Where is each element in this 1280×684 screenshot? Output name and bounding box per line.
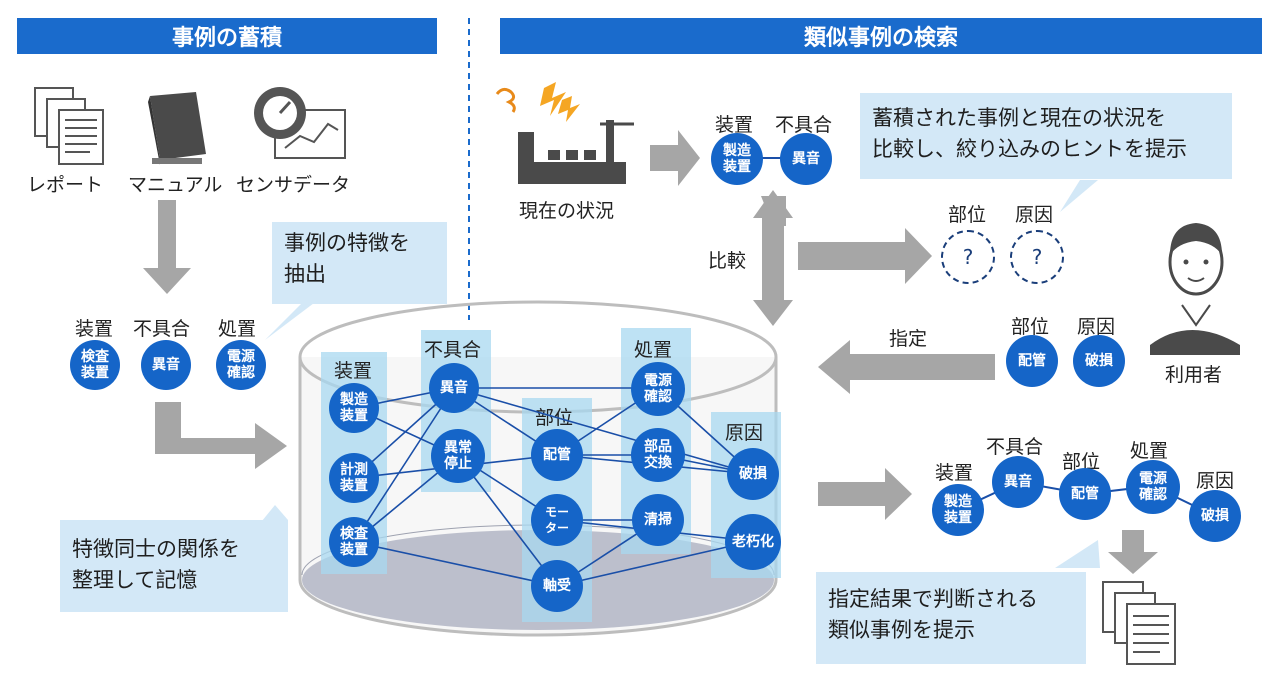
db-node-cleaning: 清掃	[632, 494, 684, 546]
db-node-power-check: 電源 確認	[631, 362, 685, 416]
user-selection-label-part: 部位	[1011, 316, 1050, 338]
left-feature-label-device: 装置	[75, 318, 114, 340]
left-node-device: 検査 装置	[70, 340, 120, 390]
db-node-motor: モー ター	[531, 494, 583, 546]
result-callout-line2: 類似事例を提示	[828, 618, 975, 642]
left-node-action: 電源 確認	[216, 340, 266, 390]
specify-label: 指定	[889, 328, 928, 350]
result-document-icon	[1102, 581, 1176, 665]
user-selection-node-cause: 破損	[1073, 335, 1125, 387]
left-feature-label-defect: 不具合	[133, 318, 191, 340]
left-node-defect: 異音	[141, 340, 191, 390]
memory-callout-line1: 特徴同士の関係を	[72, 537, 240, 561]
compare-label: 比較	[708, 250, 747, 272]
extract-callout-line2: 抽出	[284, 262, 326, 286]
down-arrow	[143, 200, 191, 294]
elbow-arrow	[155, 402, 287, 469]
db-column-label-cause: 原因	[725, 422, 764, 444]
sensor-gauge-icon	[254, 87, 346, 159]
current-node-device: 製造 装置	[711, 133, 763, 185]
left-section-header: 事例の蓄積	[17, 18, 437, 54]
hint-callout-line1: 蓄積された事例と現在の状況を	[872, 106, 1166, 130]
source-label-sensor: センサデータ	[236, 174, 351, 196]
db-column-label-part: 部位	[535, 407, 574, 429]
db-node-abnormal-noise: 異音	[429, 363, 479, 413]
right-arrow-3	[818, 468, 912, 520]
hint-callout-line2: 比較し、絞り込みのヒントを提示	[872, 137, 1187, 161]
result-node-action: 電源 確認	[1126, 460, 1180, 514]
current-status-label: 現在の状況	[519, 200, 615, 222]
user-selection-node-part: 配管	[1006, 335, 1058, 387]
hint-callout: 蓄積された事例と現在の状況を 比較し、絞り込みのヒントを提示	[860, 93, 1232, 179]
current-feature-label-defect: 不具合	[775, 114, 833, 136]
result-label-cause: 原因	[1196, 470, 1235, 492]
db-node-pipe: 配管	[531, 429, 583, 481]
compare-arrow-down	[753, 300, 793, 326]
db-node-measuring-device: 計測 装置	[329, 453, 379, 503]
down-arrow-2	[1108, 530, 1158, 574]
user-icon	[1150, 223, 1240, 355]
db-node-aging: 老朽化	[725, 514, 781, 570]
db-node-damage: 破損	[727, 448, 779, 500]
current-node-defect: 異音	[780, 133, 832, 185]
memory-callout-line2: 整理して記憶	[72, 568, 198, 592]
unknown-node-cause: ?	[1010, 230, 1064, 284]
db-node-inspection-device: 検査 装置	[329, 517, 379, 567]
result-node-device: 製造 装置	[932, 484, 984, 536]
db-node-bearing: 軸受	[531, 560, 583, 612]
current-feature-label-device: 装置	[715, 114, 754, 136]
db-node-abnormal-stop: 異常 停止	[431, 429, 485, 483]
right-section-header: 類似事例の検索	[500, 18, 1262, 54]
result-callout: 指定結果で判断される 類似事例を提示	[816, 572, 1086, 664]
result-label-defect: 不具合	[986, 436, 1044, 458]
compare-arrow-up	[753, 190, 793, 218]
extract-callout-line1: 事例の特徴を	[284, 231, 410, 255]
source-label-report: レポート	[27, 174, 104, 196]
memory-callout: 特徴同士の関係を 整理して記憶	[60, 520, 288, 612]
unknown-label-cause: 原因	[1015, 204, 1054, 226]
db-node-part-replacement: 部品 交換	[631, 428, 685, 482]
specify-arrow	[818, 340, 995, 394]
extract-callout: 事例の特徴を 抽出	[272, 222, 447, 304]
manual-icon	[148, 92, 206, 165]
db-column-label-action: 処置	[634, 339, 673, 361]
user-label: 利用者	[1165, 364, 1223, 386]
result-node-defect: 異音	[992, 456, 1044, 508]
result-label-device: 装置	[935, 462, 974, 484]
unknown-label-part: 部位	[948, 204, 987, 226]
result-node-cause: 破損	[1189, 490, 1241, 542]
db-column-label-defect: 不具合	[424, 339, 482, 361]
factory-icon	[495, 82, 634, 184]
right-arrow-2	[798, 228, 932, 284]
user-selection-label-cause: 原因	[1077, 316, 1116, 338]
db-column-label-device: 装置	[334, 360, 373, 382]
result-node-part: 配管	[1059, 468, 1111, 520]
document-icon	[34, 87, 104, 165]
left-feature-label-action: 処置	[218, 318, 257, 340]
right-arrow-1	[650, 130, 700, 186]
result-label-part: 部位	[1062, 451, 1101, 473]
result-callout-line1: 指定結果で判断される	[828, 587, 1038, 611]
source-label-manual: マニュアル	[128, 174, 223, 196]
result-label-action: 処置	[1130, 440, 1169, 462]
unknown-node-part: ?	[941, 230, 995, 284]
db-node-manufacturing-device: 製造 装置	[329, 383, 379, 433]
